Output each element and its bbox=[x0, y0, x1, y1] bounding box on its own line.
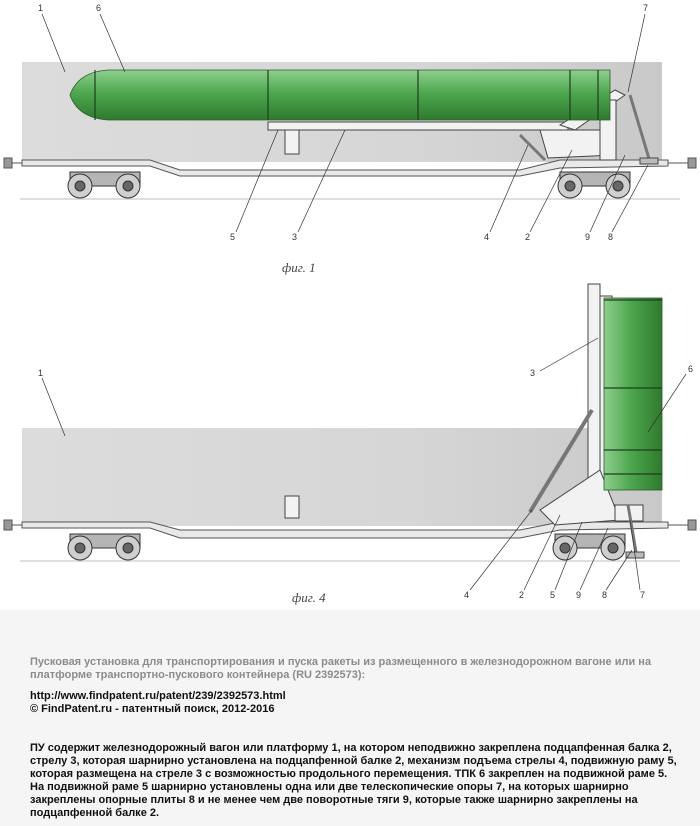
fig1-label-9: 9 bbox=[585, 232, 590, 242]
fig1-label-1: 1 bbox=[38, 3, 43, 13]
bogie-right-4 bbox=[552, 533, 626, 561]
copyright-text: © FindPatent.ru - патентный поиск, 2012-… bbox=[30, 703, 275, 715]
bogie-left-4 bbox=[67, 533, 141, 561]
fig1-label-8: 8 bbox=[608, 232, 613, 242]
fig4-label-8: 8 bbox=[602, 590, 607, 600]
fig4-label-4: 4 bbox=[464, 590, 469, 600]
wagon-underframe-4 bbox=[3, 519, 697, 539]
patent-link[interactable]: http://www.findpatent.ru/patent/239/2392… bbox=[30, 690, 286, 702]
fig1-label-6: 6 bbox=[96, 3, 101, 13]
fig4-label-1: 1 bbox=[38, 368, 43, 378]
patent-abstract: ПУ содержит железнодорожный вагон или пл… bbox=[30, 742, 677, 819]
boom-frame-1 bbox=[267, 89, 659, 165]
bogie-left-1 bbox=[67, 171, 141, 199]
patent-title: Пусковая установка для транспортирования… bbox=[30, 656, 652, 681]
fig4-label-7: 7 bbox=[640, 590, 645, 600]
fig1-caption: фиг. 1 bbox=[282, 260, 316, 275]
fig4-label-5: 5 bbox=[550, 590, 555, 600]
fig1-label-7: 7 bbox=[643, 3, 648, 13]
patent-footer bbox=[0, 610, 700, 826]
fig1-label-4: 4 bbox=[484, 232, 489, 242]
bogie-right-1 bbox=[557, 171, 631, 199]
fig4-label-3: 3 bbox=[530, 368, 535, 378]
fig1-label-3: 3 bbox=[292, 232, 297, 242]
launch-container-4 bbox=[603, 297, 663, 491]
fig1-label-5: 5 bbox=[230, 232, 235, 242]
launch-container-1 bbox=[69, 69, 611, 121]
fig4-label-2: 2 bbox=[519, 590, 524, 600]
figure-4: 1 3 6 4 2 5 9 8 7 фиг. 4 bbox=[3, 283, 697, 605]
figure-1: 1 6 7 5 3 4 2 9 8 фиг. 1 bbox=[3, 3, 697, 275]
fig1-label-2: 2 bbox=[525, 232, 530, 242]
fig4-caption: фиг. 4 bbox=[292, 590, 326, 605]
wagon-underframe-1 bbox=[3, 157, 697, 177]
fig4-label-6: 6 bbox=[688, 364, 693, 374]
patent-drawings: 1 6 7 5 3 4 2 9 8 фиг. 1 bbox=[3, 3, 697, 605]
fig4-label-9: 9 bbox=[576, 590, 581, 600]
